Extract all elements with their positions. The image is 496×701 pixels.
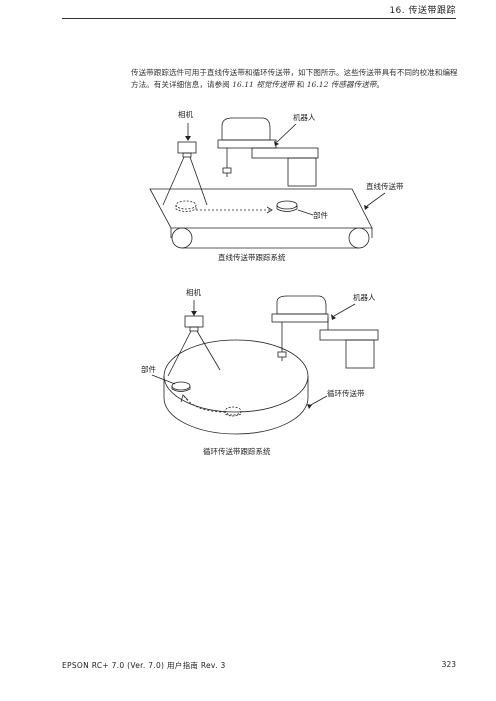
fig1-part-ghost — [175, 200, 197, 210]
ref-sensor-conveyor[interactable]: 16.12 传感器传送带 — [306, 80, 377, 89]
ref-vision-conveyor[interactable]: 16.11 视觉传送带 — [232, 80, 295, 89]
fig1-camera-label: 相机 — [178, 109, 193, 119]
fig1-caption: 直线传送带跟踪系统 — [218, 252, 286, 262]
circular-conveyor-figure: 相机 机器人 部件 循环传送带 循环传送带跟踪系统 — [141, 287, 379, 456]
fig2-camera-label: 相机 — [186, 287, 201, 297]
fig1-camera-icon — [177, 141, 197, 154]
fig1-conveyor-label: 直线传送带 — [366, 181, 404, 191]
fig1-part-label: 部件 — [313, 210, 328, 220]
fig2-disk-surface — [163, 339, 309, 413]
intro-text-before: 传送带跟踪选件可用于直线传送带和循环传送带，如下图所示。这些传送带具有不同的校准… — [131, 68, 458, 89]
manual-title: EPSON RC+ 7.0 (Ver. 7.0) 用户指南 Rev. 3 — [62, 661, 226, 670]
header-rule — [62, 18, 456, 19]
intro-text-end: 。 — [376, 80, 384, 89]
page-number: 323 — [441, 660, 456, 669]
fig2-camera-icon — [184, 315, 204, 328]
fig2-part-label: 部件 — [141, 364, 156, 374]
section-title: 16. 传送带跟踪 — [389, 6, 456, 16]
fig1-part-icon — [276, 200, 298, 210]
fig1-robot-label: 机器人 — [293, 112, 316, 122]
intro-text-mid: 和 — [294, 80, 307, 89]
fig2-part-ghost — [224, 406, 242, 416]
fig2-robot-icon — [276, 295, 327, 315]
fig2-caption: 循环传送带跟踪系统 — [203, 446, 271, 456]
fig2-robot-label: 机器人 — [353, 292, 376, 302]
fig1-robot-icon — [221, 117, 271, 141]
fig2-conveyor-label: 循环传送带 — [327, 388, 365, 398]
intro-paragraph: 传送带跟踪选件可用于直线传送带和循环传送带，如下图所示。这些传送带具有不同的校准… — [131, 67, 461, 91]
fig2-part-icon — [171, 381, 191, 391]
